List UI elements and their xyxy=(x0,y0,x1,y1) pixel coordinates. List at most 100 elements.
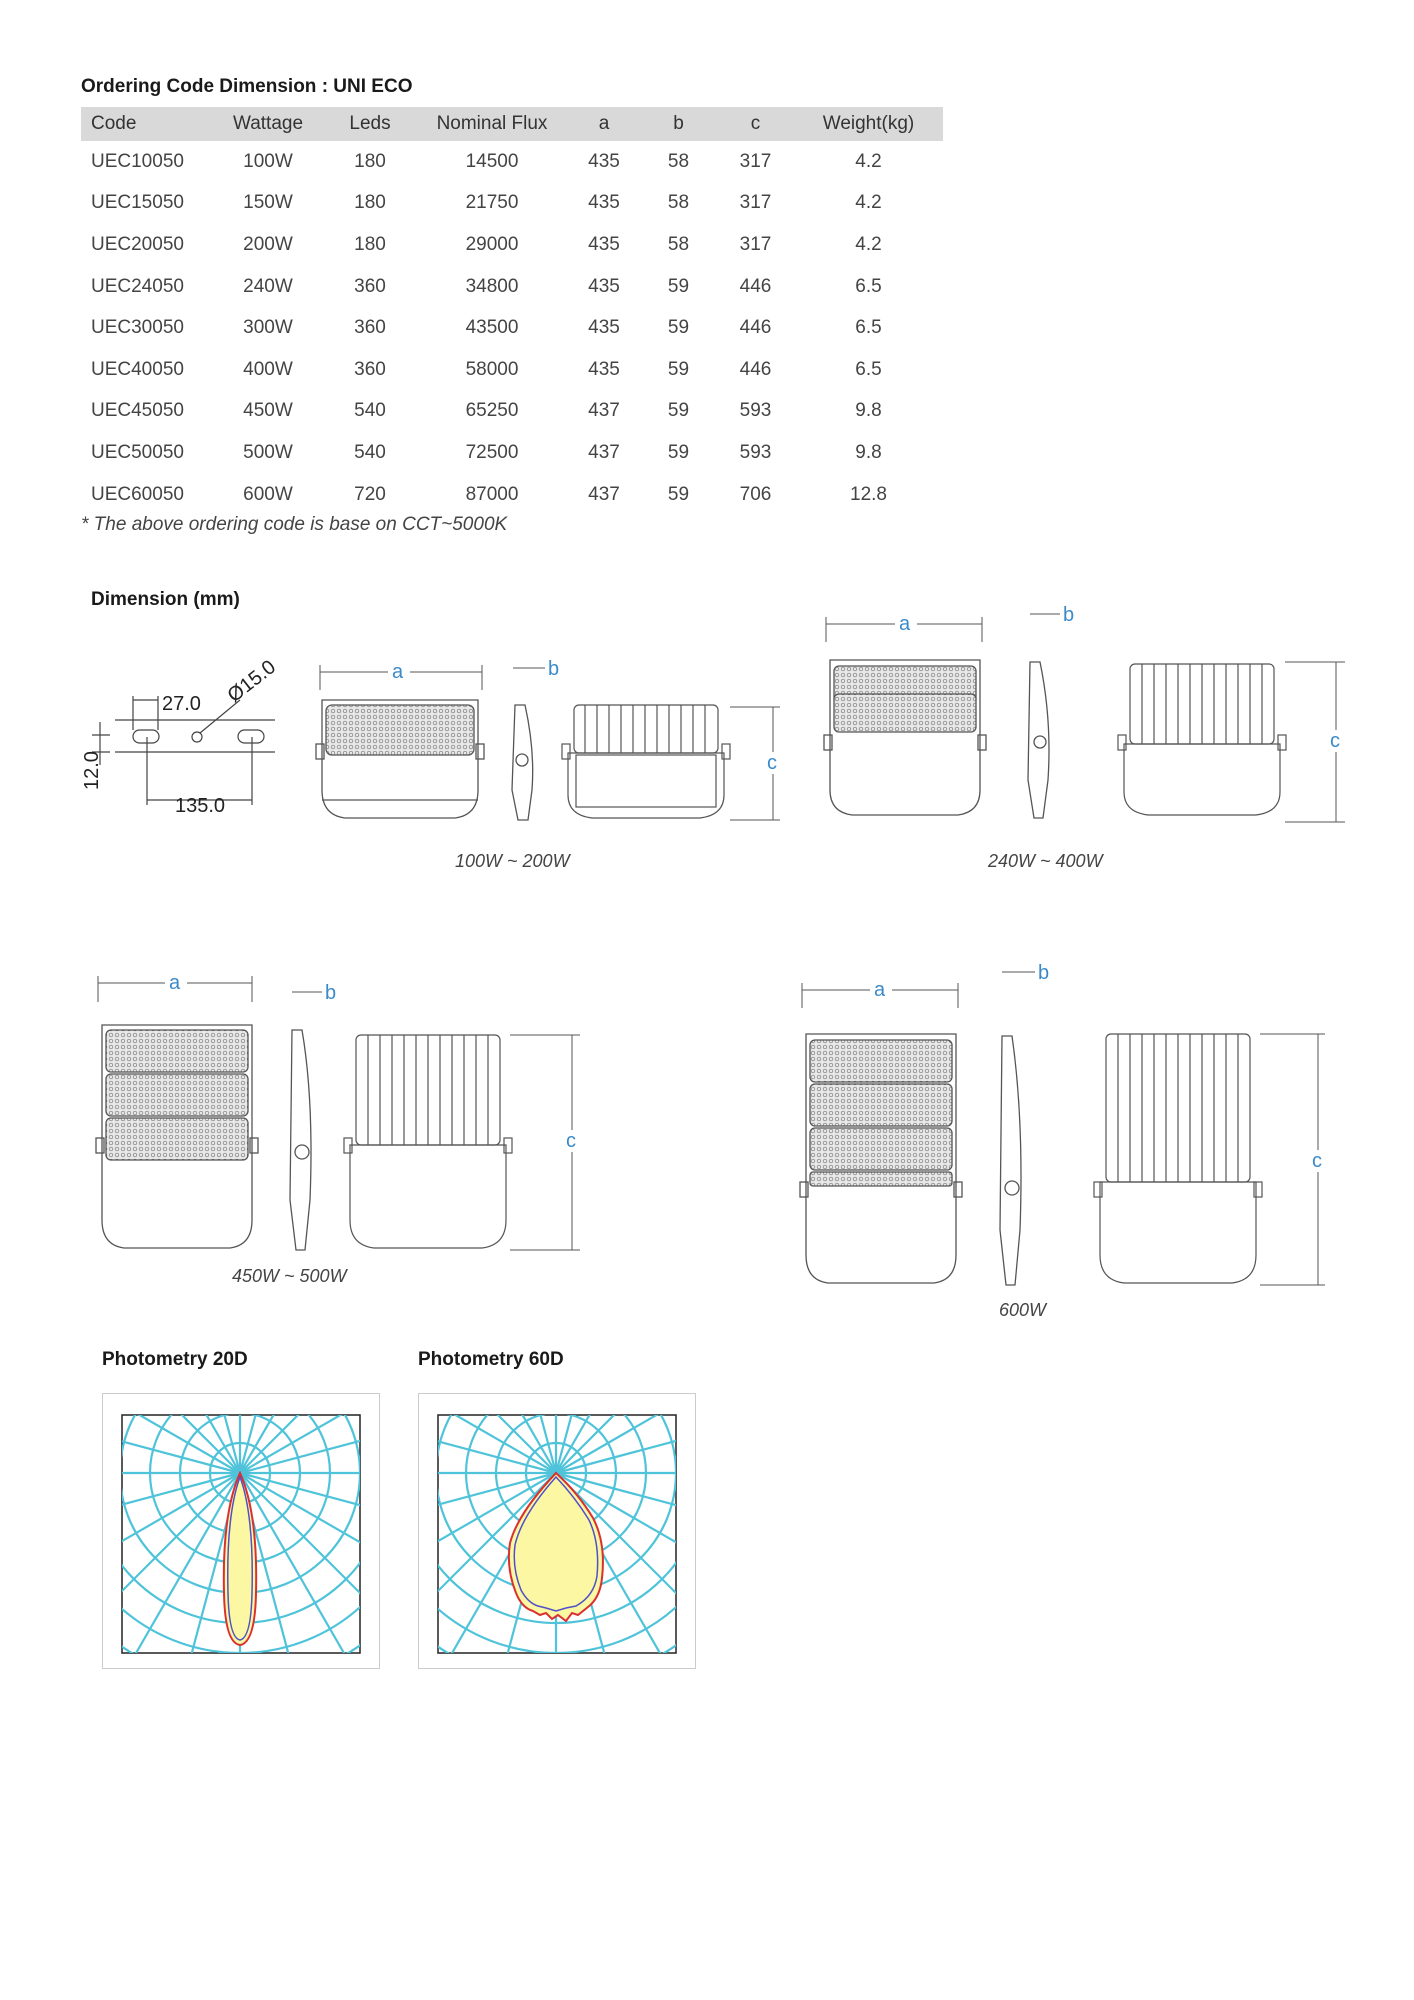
table-cell: 59 xyxy=(667,441,690,463)
dim-label-b: b xyxy=(1038,962,1049,984)
caption-600: 600W xyxy=(999,1300,1047,1320)
luminaire-600-front xyxy=(799,1033,963,1284)
caption-100-200: 100W ~ 200W xyxy=(455,851,570,871)
bracket-dim-135: 135.0 xyxy=(175,795,225,817)
table-cell: 400W xyxy=(243,358,293,380)
table-cell: 58000 xyxy=(465,358,519,380)
table-cell: 360 xyxy=(354,275,386,297)
table-cell: 9.8 xyxy=(855,400,882,422)
dim-label-c: c xyxy=(767,752,777,774)
beam-curve-20d xyxy=(222,1470,258,1647)
table-cell: 300W xyxy=(243,317,293,339)
bracket-dim-27: 27.0 xyxy=(162,693,201,715)
table-cell: 437 xyxy=(588,441,620,463)
table-header-row: Code Wattage Leds Nominal Flux a b c Wei… xyxy=(81,107,943,141)
luminaire-100-200-side xyxy=(511,704,534,821)
table-cell: 150W xyxy=(243,192,293,214)
luminaire-240-400-side xyxy=(1027,661,1050,819)
dim-label-b: b xyxy=(325,982,336,1004)
table-cell: 180 xyxy=(354,192,386,214)
photometry-60d-diagram xyxy=(418,1393,696,1669)
luminaire-450-500-side xyxy=(289,1029,312,1251)
table-cell: 720 xyxy=(354,483,386,505)
dim-label-b: b xyxy=(548,658,559,680)
table-cell: 317 xyxy=(739,192,772,214)
table-cell: 360 xyxy=(354,317,386,339)
column-header: b xyxy=(640,107,717,141)
luminaire-600-side xyxy=(999,1035,1022,1286)
table-cell: 6.5 xyxy=(855,275,882,297)
table-cell: 446 xyxy=(739,275,772,297)
dim-label-a: a xyxy=(874,979,886,1001)
table-cell: UEC50050 xyxy=(91,441,184,463)
table-cell: 540 xyxy=(354,441,386,463)
table-cell: 4.2 xyxy=(855,192,882,214)
table-cell: 435 xyxy=(588,233,620,255)
table-cell: UEC60050 xyxy=(91,483,184,505)
column-header: c xyxy=(717,107,794,141)
dim-label-b: b xyxy=(1063,604,1074,626)
table-cell: 360 xyxy=(354,358,386,380)
photometry-20d-diagram xyxy=(102,1393,380,1669)
table-cell: 34800 xyxy=(465,275,519,297)
bracket-slot-drawing xyxy=(92,696,275,805)
table-cell: 29000 xyxy=(465,233,519,255)
table-cell: 59 xyxy=(667,275,690,297)
table-cell: UEC24050 xyxy=(91,275,184,297)
column-header: Weight(kg) xyxy=(794,107,943,141)
table-cell: 72500 xyxy=(465,441,519,463)
beam-curve-60d xyxy=(507,1471,604,1623)
table-cell: 435 xyxy=(588,150,620,172)
table-cell: 59 xyxy=(667,483,690,505)
luminaire-600-back xyxy=(1093,1033,1263,1284)
table-cell: 317 xyxy=(739,233,772,255)
table-cell: 58 xyxy=(667,233,690,255)
table-cell: 9.8 xyxy=(855,441,882,463)
table-cell: 12.8 xyxy=(850,483,887,505)
luminaire-240-400-back xyxy=(1117,663,1287,816)
column-header: Leds xyxy=(324,107,416,141)
dimension-heading: Dimension (mm) xyxy=(91,589,240,610)
table-cell: 435 xyxy=(588,317,620,339)
table-cell: 540 xyxy=(354,400,386,422)
photometry-20d-heading: Photometry 20D xyxy=(102,1349,248,1370)
luminaire-240-400-front xyxy=(823,659,987,816)
table-cell: 437 xyxy=(588,400,620,422)
column-header: Nominal Flux xyxy=(416,107,568,141)
table-cell: UEC45050 xyxy=(91,400,184,422)
table-cell: 43500 xyxy=(465,317,519,339)
table-cell: 446 xyxy=(739,358,772,380)
table-cell: 180 xyxy=(354,150,386,172)
table-cell: 87000 xyxy=(465,483,519,505)
dim-label-a: a xyxy=(899,613,911,635)
dim-label-a: a xyxy=(169,972,181,994)
table-cell: 593 xyxy=(739,441,772,463)
caption-450-500: 450W ~ 500W xyxy=(232,1266,347,1286)
footnote: * The above ordering code is base on CCT… xyxy=(81,514,508,535)
table-cell: 435 xyxy=(588,358,620,380)
bracket-dim-15: Ø15.0 xyxy=(224,656,280,707)
caption-240-400: 240W ~ 400W xyxy=(988,851,1103,871)
table-cell: 59 xyxy=(667,358,690,380)
table-cell: 65250 xyxy=(465,400,519,422)
table-cell: 58 xyxy=(667,150,690,172)
table-cell: UEC15050 xyxy=(91,192,184,214)
table-cell: 6.5 xyxy=(855,358,882,380)
table-cell: 14500 xyxy=(465,150,519,172)
luminaire-100-200-back xyxy=(561,704,731,819)
dim-label-a: a xyxy=(392,661,404,683)
table-cell: 240W xyxy=(243,275,293,297)
page-title: Ordering Code Dimension : UNI ECO xyxy=(81,76,413,97)
photometry-60d-heading: Photometry 60D xyxy=(418,1349,564,1370)
table-cell: 200W xyxy=(243,233,293,255)
table-cell: UEC20050 xyxy=(91,233,184,255)
table-cell: 180 xyxy=(354,233,386,255)
